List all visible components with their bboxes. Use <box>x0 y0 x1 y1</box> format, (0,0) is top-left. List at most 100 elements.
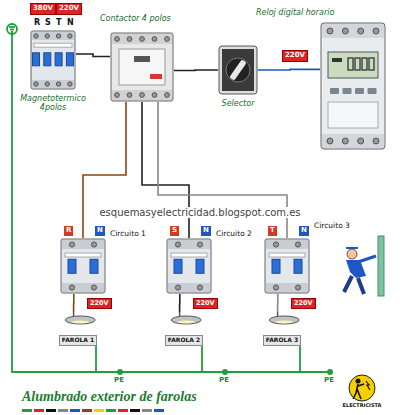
drawing-part <box>165 93 170 98</box>
phase-letter: T <box>56 19 61 28</box>
drawing-part <box>273 285 278 290</box>
drawing-part <box>112 90 172 100</box>
drawing-part <box>321 23 385 149</box>
drawing-part <box>167 239 211 293</box>
drawing-part <box>196 259 204 273</box>
drawing-part <box>12 34 330 372</box>
drawing-part <box>82 409 92 412</box>
device-drawing <box>110 32 174 102</box>
device-label: Circuito 3 <box>314 222 368 231</box>
device-drawing <box>30 30 76 90</box>
drawing-part <box>68 82 72 86</box>
drawing-part <box>118 409 128 412</box>
device-label: Contactor 4 polos <box>100 14 196 23</box>
street-lamp: FAROLA 3 <box>260 312 304 346</box>
drawing-part <box>11 31 13 33</box>
drawing-part <box>269 316 299 324</box>
wire-connector <box>76 54 110 57</box>
drawing-part <box>299 346 301 372</box>
drawing-part <box>115 93 120 98</box>
drawing-part <box>201 346 203 372</box>
voltage-tag: 220V <box>193 298 218 309</box>
circuit-breaker: Circuito 2 <box>166 238 212 294</box>
earth-wire <box>7 24 330 372</box>
drawing-part <box>152 93 157 98</box>
drawing-part <box>356 379 361 384</box>
phase-letter: N <box>67 19 74 28</box>
drawing-part <box>294 259 302 273</box>
drawing-part <box>127 93 132 98</box>
pe-label: PE <box>324 377 334 385</box>
phase-letter: S <box>170 226 179 236</box>
drawing-part <box>94 409 104 412</box>
drawing-part <box>273 242 278 247</box>
drawing-part <box>327 28 333 34</box>
drawing-part <box>369 58 374 70</box>
device-drawing <box>264 238 310 294</box>
drawing-part <box>112 34 172 44</box>
voltage-tag: 220V <box>291 298 316 309</box>
drawing-part <box>219 46 257 94</box>
drawing-part <box>343 88 352 94</box>
drawing-part <box>322 134 384 148</box>
phase-letter: R <box>34 19 40 28</box>
drawing-part <box>269 253 305 257</box>
circuit-breaker: Circuito 1 <box>60 238 106 294</box>
drawing-part <box>349 375 375 401</box>
drawing-part <box>45 82 49 86</box>
drawing-part <box>34 82 38 86</box>
phase-letter: S <box>45 19 51 28</box>
drawing-part <box>90 259 98 273</box>
drawing-part <box>33 53 40 66</box>
drawing-part <box>174 259 182 273</box>
drawing-part <box>362 58 367 70</box>
drawing-part <box>91 285 96 290</box>
logo-text: ELECTRICISTA <box>343 403 382 409</box>
drawing-part <box>373 28 379 34</box>
drawing-part <box>327 369 333 375</box>
drawing-part <box>197 285 202 290</box>
worker-figure <box>344 236 384 296</box>
drawing-part <box>347 249 357 259</box>
pe-label: PE <box>114 377 124 385</box>
drawing-part <box>168 240 210 249</box>
drawing-part <box>55 53 62 66</box>
neutral-letter: N <box>201 226 211 236</box>
drawing-part <box>56 82 60 86</box>
selector-switch: Selector <box>218 45 258 95</box>
device-label: Magnetotermico 4polos <box>20 94 86 112</box>
drawing-part <box>177 321 195 324</box>
drawing-part <box>65 316 95 324</box>
ground-point <box>117 369 333 375</box>
drawing-part <box>272 259 280 273</box>
contactor: Contactor 4 polos <box>110 32 174 102</box>
lamp-label: FAROLA 3 <box>263 335 302 346</box>
drawing-part <box>134 56 150 62</box>
wire-connector <box>277 294 279 312</box>
wire-connector <box>73 294 75 312</box>
drawing-part <box>355 58 360 70</box>
drawing-part <box>152 37 157 42</box>
drawing-part <box>45 34 49 38</box>
drawing-part <box>346 260 366 278</box>
drawing-part <box>328 102 378 128</box>
lamp-label: FAROLA 2 <box>165 335 204 346</box>
voltage-tag: 220V <box>87 298 112 309</box>
drawing-part <box>62 283 104 292</box>
drawing-part <box>69 285 74 290</box>
drawing-part <box>358 256 376 262</box>
drawing-part <box>344 276 364 294</box>
drawing-part <box>332 58 342 62</box>
drawing-part <box>61 239 105 293</box>
device-label: Selector <box>208 99 268 108</box>
drawing-part <box>66 53 73 66</box>
device-drawing <box>60 238 106 294</box>
drawing-part <box>342 28 348 34</box>
drawing-part <box>111 33 173 101</box>
device-drawing <box>218 45 258 95</box>
drawing-part <box>32 80 74 88</box>
drawing-part <box>69 242 74 247</box>
drawing-part <box>358 28 364 34</box>
drawing-part <box>22 409 32 412</box>
